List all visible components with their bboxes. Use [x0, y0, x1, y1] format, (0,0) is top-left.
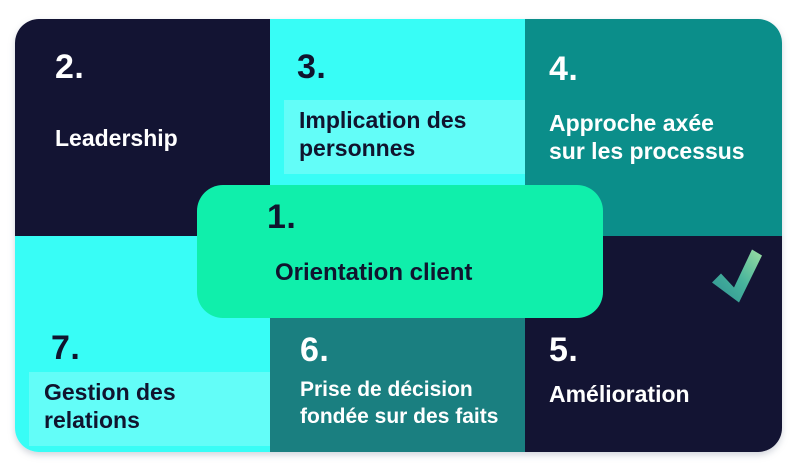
tile-leadership: 2. Leadership [15, 19, 270, 236]
tile-orientation-label: Orientation client [275, 259, 473, 286]
check-logo-icon [712, 249, 762, 303]
highlight-band: Implication des personnes [284, 100, 525, 174]
tile-orientation-client: 1. Orientation client [197, 185, 603, 318]
tile-approche-label-line1: Approche axée [549, 110, 714, 136]
tile-prise-label-line2: fondée sur des faits [300, 405, 499, 428]
tile-gestion-number: 7. [51, 329, 81, 367]
tile-prise-label: Prise de décision fondée sur des faits [300, 376, 498, 430]
tile-approche-number: 4. [549, 50, 579, 88]
tile-leadership-label: Leadership [55, 125, 178, 151]
tile-approche-label-line2: sur les processus [549, 138, 745, 164]
highlight-band: Gestion des relations [29, 372, 270, 446]
tile-implication-label-line1: Implication des [299, 107, 467, 133]
tile-prise-label-line1: Prise de décision [300, 378, 473, 401]
quality-principles-board: 2. Leadership 3. Implication des personn… [15, 19, 782, 452]
tile-amelioration-label: Amélioration [549, 381, 690, 407]
tile-gestion-label-line1: Gestion des [44, 379, 176, 405]
tile-orientation-number: 1. [267, 198, 297, 236]
tile-leadership-number: 2. [55, 48, 85, 86]
tile-implication-number: 3. [297, 48, 327, 86]
tile-implication-label-line2: personnes [299, 135, 416, 161]
tile-approche-label: Approche axée sur les processus [549, 109, 745, 165]
tile-amelioration-number: 5. [549, 331, 579, 369]
tile-gestion-label-line2: relations [44, 407, 140, 433]
tile-prise-number: 6. [300, 331, 330, 369]
